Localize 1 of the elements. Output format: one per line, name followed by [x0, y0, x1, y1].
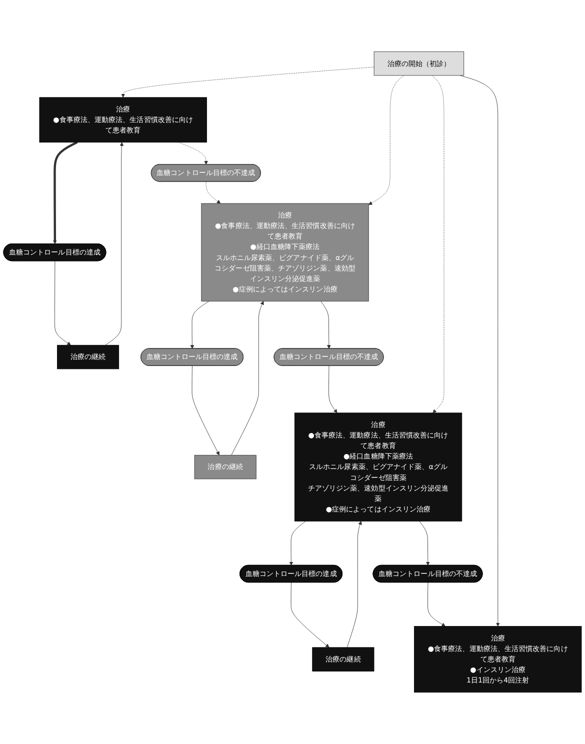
arrow: [53, 141, 78, 244]
